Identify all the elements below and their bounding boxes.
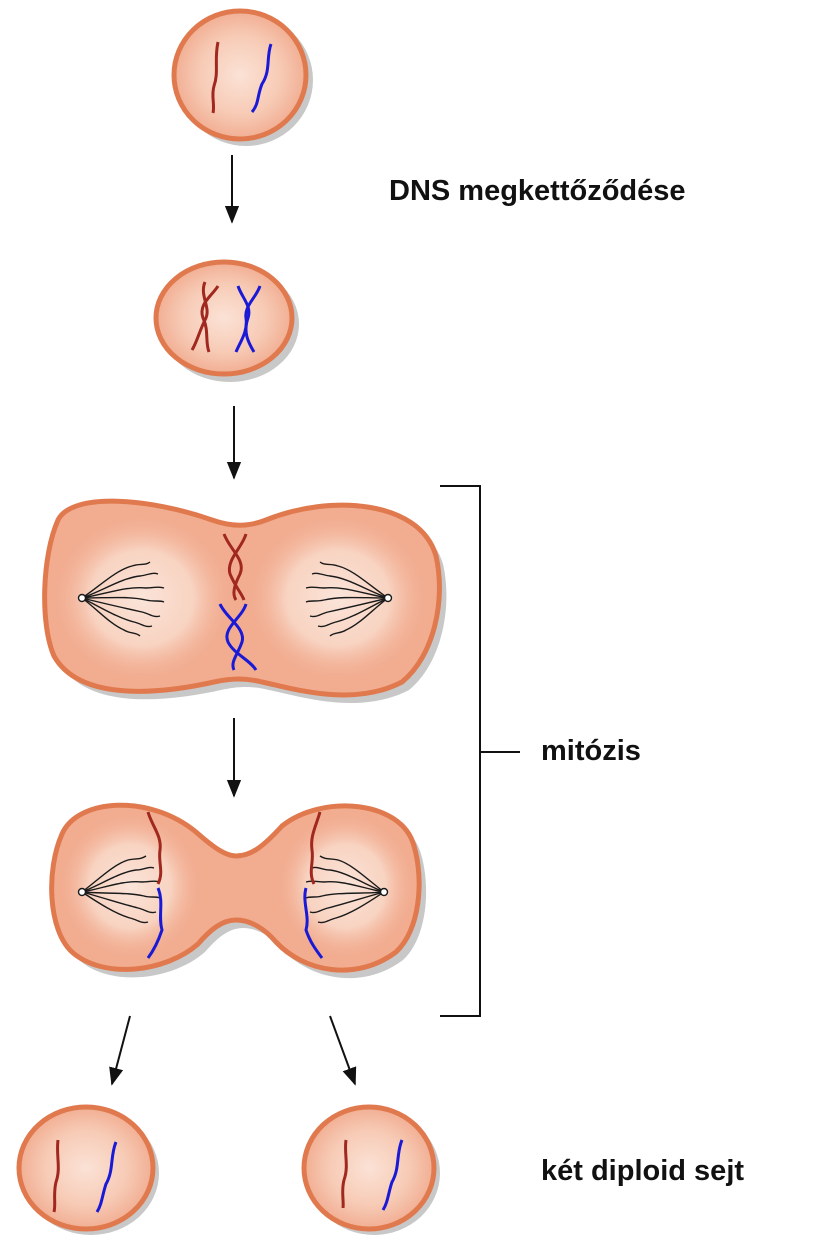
centrosome-left (79, 889, 86, 896)
cell-body (156, 262, 292, 374)
label-dna-replication: DNS megkettőződése (389, 177, 686, 206)
label-mitosis: mitózis (541, 737, 641, 766)
cell-initial (174, 11, 313, 146)
daughter-cell-right (304, 1107, 440, 1235)
mitosis-bracket (440, 486, 520, 1016)
arrow-down-right (330, 1016, 355, 1084)
centrosome-right (385, 595, 392, 602)
cell-body (174, 11, 306, 139)
arrow-down-left (112, 1016, 130, 1084)
cell-metaphase (45, 501, 447, 703)
centrosome-right (381, 889, 388, 896)
cell-lobe-right (280, 816, 412, 956)
centrosome-left (79, 595, 86, 602)
label-two-diploid-cells: két diploid sejt (541, 1157, 744, 1186)
cell-anaphase (52, 805, 426, 978)
cell-lobe-left (62, 816, 198, 956)
cell-body (19, 1107, 153, 1229)
cell-body (304, 1107, 434, 1229)
cell-replicated (156, 262, 299, 382)
daughter-cell-left (19, 1107, 159, 1235)
